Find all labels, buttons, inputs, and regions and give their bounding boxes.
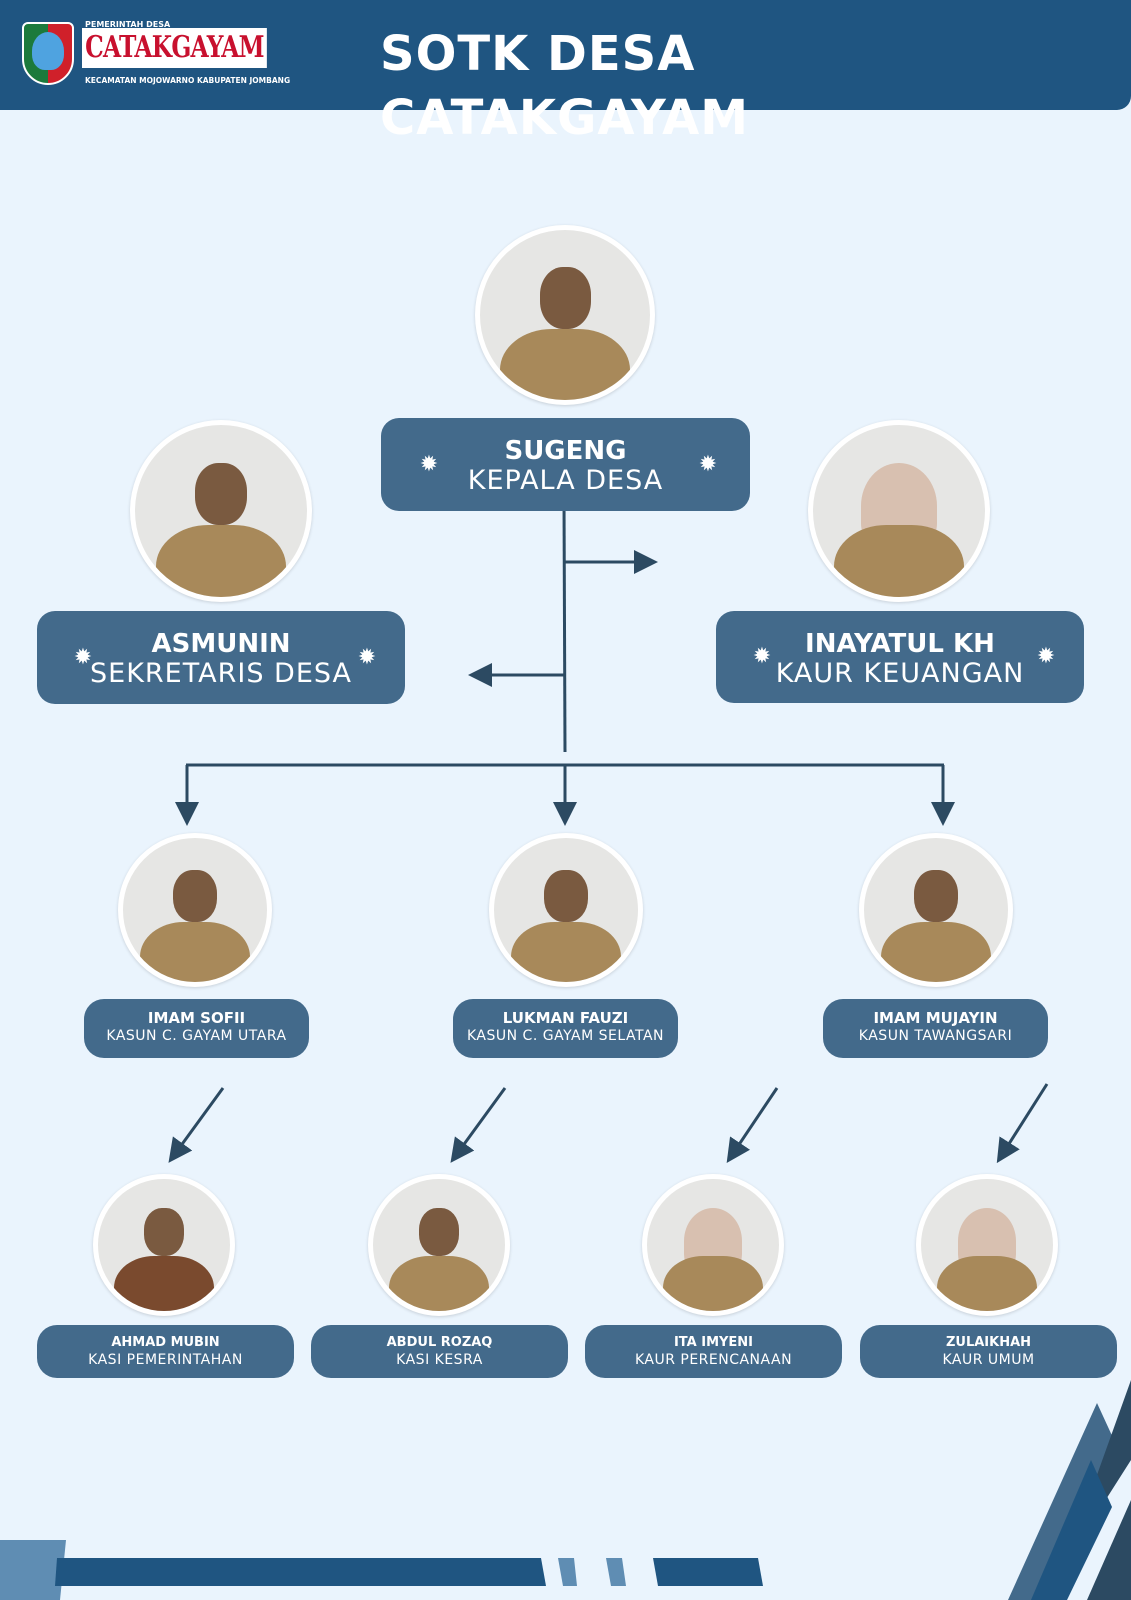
logo-name: CATAKGAYAM bbox=[82, 28, 267, 68]
hamlet-role: KASUN TAWANGSARI bbox=[858, 1028, 1013, 1044]
finance-role: KAUR KEUANGAN bbox=[775, 658, 1025, 689]
staff-role: KASI PEMERINTAHAN bbox=[88, 1352, 243, 1368]
photo-finance bbox=[808, 420, 990, 602]
card-secretary: ✹ ✹ ASMUNIN SEKRETARIS DESA bbox=[37, 611, 405, 704]
star-icon: ✹ bbox=[73, 644, 93, 670]
card-finance: ✹ ✹ INAYATUL KH KAUR KEUANGAN bbox=[716, 611, 1084, 703]
staff-role: KASI KESRA bbox=[396, 1352, 483, 1368]
card-staff-2: ABDUL ROZAQ KASI KESRA bbox=[311, 1325, 568, 1378]
page-title: SOTK DESA CATAKGAYAM bbox=[380, 26, 750, 146]
photo-staff-1 bbox=[93, 1174, 235, 1316]
staff-name: ABDUL ROZAQ bbox=[386, 1335, 493, 1350]
star-icon: ✹ bbox=[357, 644, 377, 670]
staff-name: ITA IMYENI bbox=[673, 1335, 754, 1350]
staff-name: AHMAD MUBIN bbox=[111, 1335, 220, 1350]
star-icon: ✹ bbox=[752, 644, 772, 669]
photo-staff-2 bbox=[368, 1174, 510, 1316]
hamlet-name: LUKMAN FAUZI bbox=[502, 1009, 629, 1027]
secretary-name: ASMUNIN bbox=[151, 629, 291, 659]
staff-role: KAUR UMUM bbox=[942, 1352, 1035, 1368]
decorative-stripes bbox=[0, 1380, 1131, 1600]
head-role: KEPALA DESA bbox=[467, 465, 664, 496]
hamlet-name: IMAM SOFII bbox=[147, 1009, 246, 1027]
star-icon: ✹ bbox=[1036, 644, 1056, 669]
card-head: ✹ ✹ SUGENG KEPALA DESA bbox=[381, 418, 750, 511]
card-hamlet-1: IMAM SOFII KASUN C. GAYAM UTARA bbox=[84, 999, 309, 1058]
staff-name: ZULAIKHAH bbox=[945, 1335, 1032, 1350]
head-name: SUGENG bbox=[504, 436, 627, 466]
card-staff-3: ITA IMYENI KAUR PERENCANAAN bbox=[585, 1325, 842, 1378]
star-icon: ✹ bbox=[419, 451, 439, 477]
card-hamlet-3: IMAM MUJAYIN KASUN TAWANGSARI bbox=[823, 999, 1048, 1058]
photo-staff-4 bbox=[916, 1174, 1058, 1316]
finance-name: INAYATUL KH bbox=[805, 629, 995, 659]
village-emblem-logo bbox=[22, 22, 74, 85]
staff-role: KAUR PERENCANAAN bbox=[634, 1352, 793, 1368]
header-banner: PEMERINTAH DESA CATAKGAYAM KECAMATAN MOJ… bbox=[0, 0, 1131, 146]
photo-head bbox=[475, 225, 655, 405]
card-staff-1: AHMAD MUBIN KASI PEMERINTAHAN bbox=[37, 1325, 294, 1378]
photo-secretary bbox=[130, 420, 312, 602]
hamlet-role: KASUN C. GAYAM SELATAN bbox=[466, 1028, 664, 1044]
secretary-role: SEKRETARIS DESA bbox=[90, 658, 352, 689]
star-icon: ✹ bbox=[698, 451, 718, 477]
card-hamlet-2: LUKMAN FAUZI KASUN C. GAYAM SELATAN bbox=[453, 999, 678, 1058]
logo-bottom-text: KECAMATAN MOJOWARNO KABUPATEN JOMBANG bbox=[85, 76, 291, 85]
hamlet-role: KASUN C. GAYAM UTARA bbox=[106, 1028, 287, 1044]
photo-staff-3 bbox=[642, 1174, 784, 1316]
card-staff-4: ZULAIKHAH KAUR UMUM bbox=[860, 1325, 1117, 1378]
hamlet-name: IMAM MUJAYIN bbox=[873, 1009, 998, 1027]
photo-hamlet-2 bbox=[489, 833, 643, 987]
photo-hamlet-1 bbox=[118, 833, 272, 987]
logo-top-text: PEMERINTAH DESA bbox=[85, 20, 171, 29]
photo-hamlet-3 bbox=[859, 833, 1013, 987]
